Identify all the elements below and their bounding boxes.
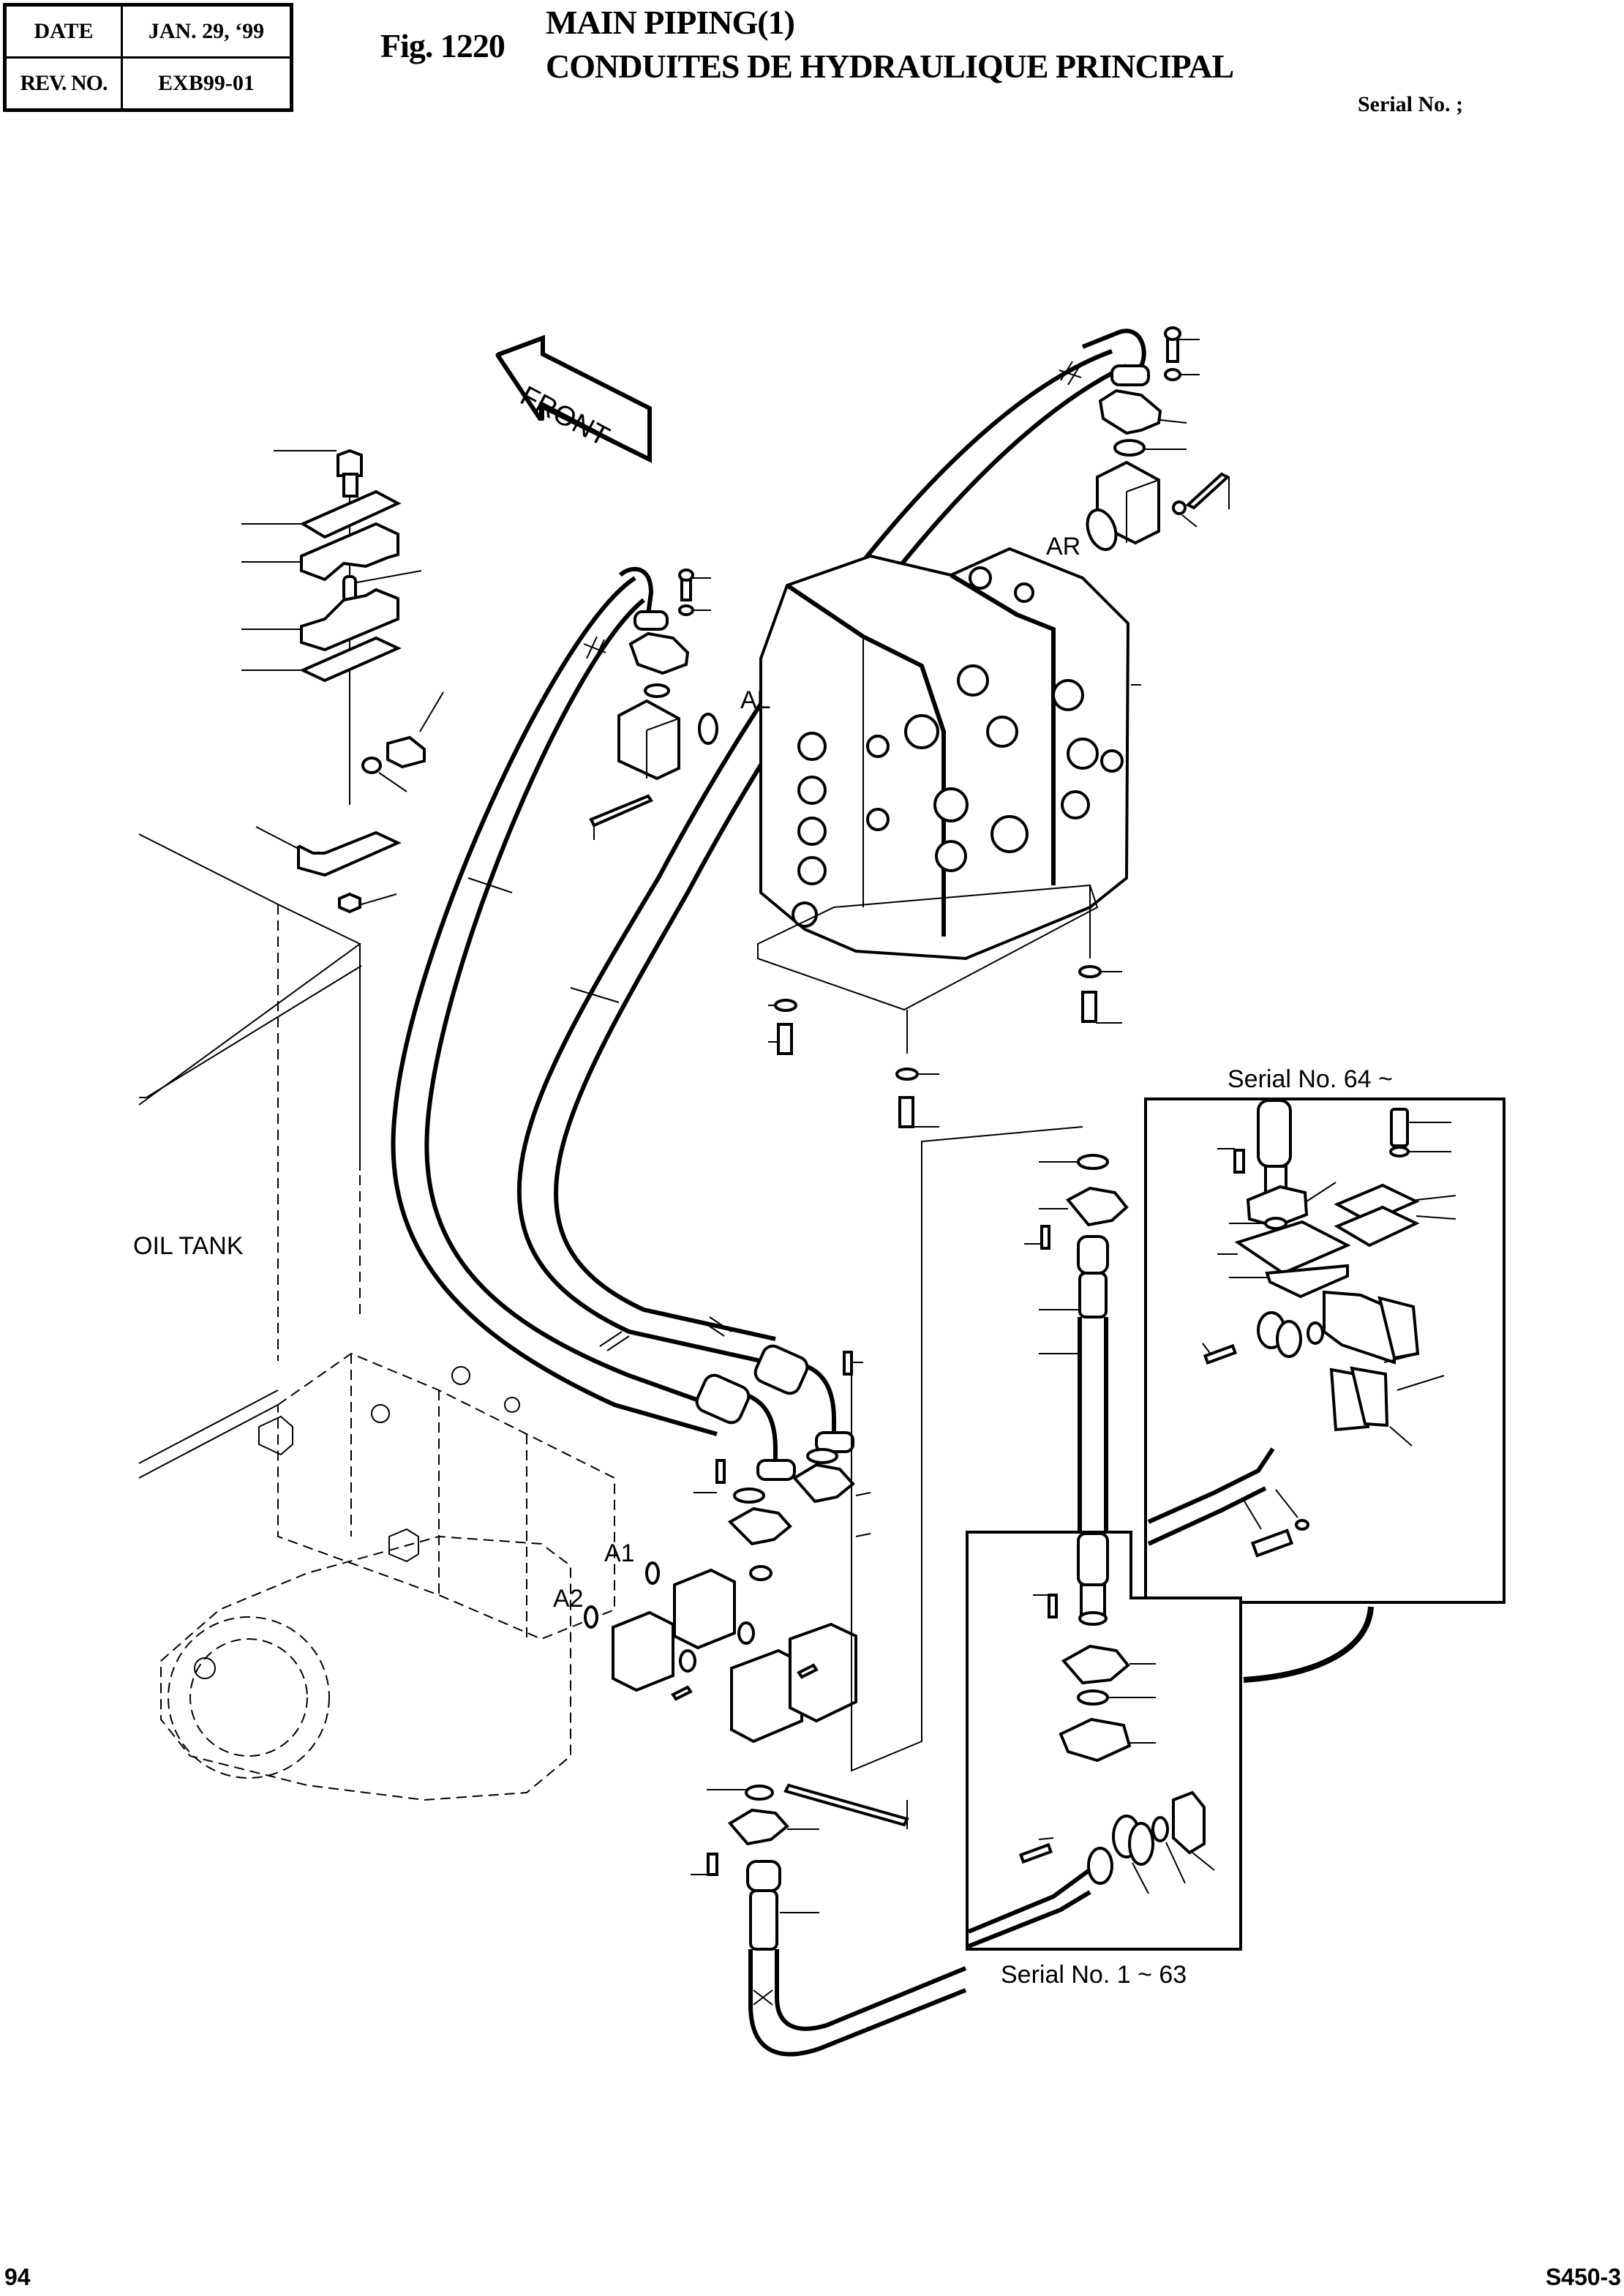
front-arrow-icon — [495, 334, 652, 463]
model-number: S450-3 — [1545, 2264, 1621, 2290]
figure-number: Fig. 1220 — [380, 27, 505, 64]
inset-caption-serial-64-up: Serial No. 64 ~ — [1228, 1065, 1393, 1093]
pump-icon — [138, 1352, 615, 1801]
inset-serial-1-63 — [966, 1531, 1242, 1951]
revision-value: EXB99-01 — [121, 56, 293, 111]
date-label: DATE — [4, 4, 123, 59]
serial-number-label: Serial No. ; — [1358, 92, 1464, 116]
port-label-a2: A2 — [553, 1585, 584, 1613]
port-label-ar: AR — [1046, 533, 1081, 560]
oil-tank-outline — [138, 833, 362, 1361]
revision-info-table: DATE JAN. 29, ‘99 REV. NO. EXB99-01 — [3, 3, 293, 112]
main-hose-pair-icon — [391, 329, 1150, 1481]
control-valve-icon — [757, 547, 1141, 1128]
al-port-fittings — [589, 569, 718, 840]
inset-link-arrow — [1243, 1606, 1374, 1683]
port-label-al: AL — [740, 686, 771, 714]
page-title-english: MAIN PIPING(1) — [546, 4, 795, 41]
oil-tank-label: OIL TANK — [133, 1232, 244, 1260]
revision-label: REV. NO. — [4, 56, 123, 111]
vertical-hose-icon — [1024, 1154, 1129, 1537]
inset-serial-64-up — [1144, 1098, 1505, 1604]
pipe-clamp-assembly-icon — [241, 449, 444, 914]
ar-port-fittings — [1086, 326, 1230, 552]
page-title-french: CONDUITES DE HYDRAULIQUE PRINCIPAL — [546, 48, 1234, 85]
lower-hose-icon — [746, 1860, 967, 2057]
date-value: JAN. 29, ‘99 — [121, 4, 293, 59]
inset-caption-serial-1-63: Serial No. 1 ~ 63 — [1001, 1961, 1187, 1989]
date-row: DATE JAN. 29, ‘99 — [4, 4, 293, 59]
main-pump-port-blocks — [584, 1126, 1083, 1876]
revision-row: REV. NO. EXB99-01 — [4, 56, 293, 111]
page-number: 94 — [4, 2264, 31, 2290]
port-label-a1: A1 — [604, 1539, 635, 1567]
